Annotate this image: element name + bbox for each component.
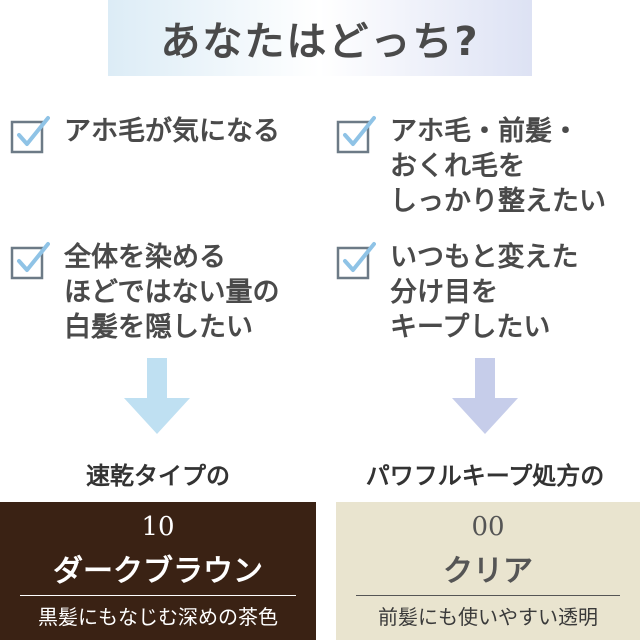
caption-quick-dry: 速乾タイプの [86,462,230,490]
checkbox-icon [336,114,376,154]
product-dark-brown: 10 ダークブラウン 黒髪にもなじむ深めの茶色 [0,502,316,640]
check-text: アホ毛が気になる [64,114,280,149]
title-banner: あなたはどっち? [108,0,532,76]
check-text-line: キープしたい [390,312,551,343]
checkbox-icon [10,114,50,154]
check-text-line: しっかり整えたい [390,186,606,217]
check-text-line: おくれ毛を [390,151,525,182]
check-item-gray-hair: 全体を染める ほどではない量の 白髪を隠したい [10,240,279,345]
page-title: あなたはどっち? [160,19,480,65]
product-name: ダークブラウン [53,554,263,589]
product-description: 黒髪にもなじむ深めの茶色 [38,605,278,629]
product-clear: 00 クリア 前髪にも使いやすい透明 [336,502,640,640]
check-text-line: 分け目を [390,277,498,308]
check-text-line: 白髪を隠したい [64,312,253,343]
arrow-down-icon [452,358,518,434]
check-text: 全体を染める ほどではない量の 白髪を隠したい [64,240,279,345]
arrow-down-icon [124,358,190,434]
product-name: クリア [443,554,533,589]
divider [356,595,620,596]
check-text: アホ毛・前髪・ おくれ毛を しっかり整えたい [390,114,606,219]
check-text-line: いつもと変えた [390,242,579,273]
product-description: 前髪にも使いやすい透明 [378,605,598,629]
check-item-part: いつもと変えた 分け目を キープしたい [336,240,578,345]
check-text-line: ほどではない量の [64,277,280,308]
checkbox-icon [10,240,50,280]
product-number: 00 [471,512,505,542]
checkbox-icon [336,240,376,280]
check-item-bangs: アホ毛・前髪・ おくれ毛を しっかり整えたい [336,114,606,219]
caption-powerful-keep: パワフルキープ処方の [365,462,605,490]
product-number: 10 [141,512,175,542]
check-text-line: アホ毛が気になる [64,116,280,147]
check-item-ahoge: アホ毛が気になる [10,114,280,154]
divider [20,595,296,596]
check-text: いつもと変えた 分け目を キープしたい [390,240,578,345]
check-text-line: アホ毛・前髪・ [390,116,579,147]
check-text-line: 全体を染める [64,242,226,273]
